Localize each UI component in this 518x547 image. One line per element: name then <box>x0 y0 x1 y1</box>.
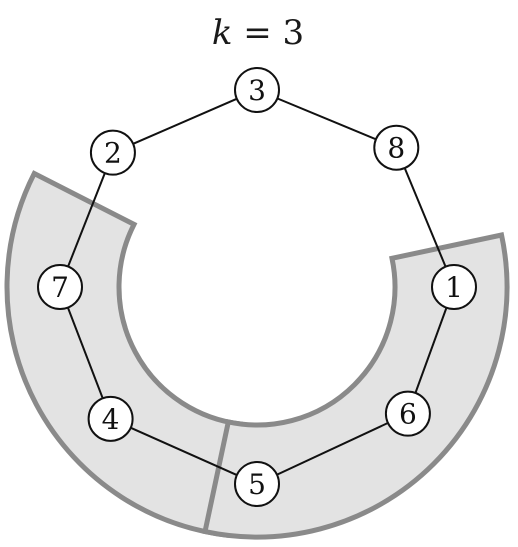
edge-n3-n8 <box>256 89 397 149</box>
node-1: 1 <box>431 264 477 310</box>
node-7-label: 7 <box>51 271 69 304</box>
node-2: 2 <box>89 129 136 176</box>
diagram-title: k = 3 <box>212 13 304 53</box>
nodes-layer: 3 8 1 6 5 4 7 2 <box>37 67 477 507</box>
node-3-label: 3 <box>248 74 266 107</box>
edges-layer <box>59 89 455 485</box>
node-1-label: 1 <box>445 271 463 304</box>
title-value: 3 <box>283 13 305 53</box>
node-7-circle <box>37 264 83 310</box>
title-variable: k <box>212 13 233 53</box>
node-8-label: 8 <box>387 132 405 165</box>
node-4-circle <box>87 395 134 442</box>
node-5-label: 5 <box>248 468 266 501</box>
node-4-label: 4 <box>102 403 120 436</box>
edge-n5-n4 <box>110 417 258 485</box>
node-6-label: 6 <box>399 398 417 431</box>
group-right-region <box>202 232 510 540</box>
node-6-circle <box>384 390 431 437</box>
group-left-region <box>4 170 243 538</box>
node-3: 3 <box>234 67 280 113</box>
node-6: 6 <box>384 390 431 437</box>
edge-n4-n7 <box>59 286 112 420</box>
node-8: 8 <box>373 124 420 171</box>
node-2-label: 2 <box>104 137 122 170</box>
edge-n6-n5 <box>256 412 409 485</box>
node-1-circle <box>431 264 477 310</box>
node-3-circle <box>234 67 280 113</box>
node-8-circle <box>373 124 420 171</box>
node-2-circle <box>89 129 136 176</box>
groups-layer <box>4 170 510 540</box>
node-5: 5 <box>234 461 280 507</box>
node-4: 4 <box>87 395 134 442</box>
node-5-circle <box>234 461 280 507</box>
edge-n8-n1 <box>395 147 455 288</box>
title-relation: = <box>232 13 282 53</box>
node-7: 7 <box>37 264 83 310</box>
edge-n7-n2 <box>59 152 114 288</box>
edge-n2-n3 <box>112 89 258 154</box>
